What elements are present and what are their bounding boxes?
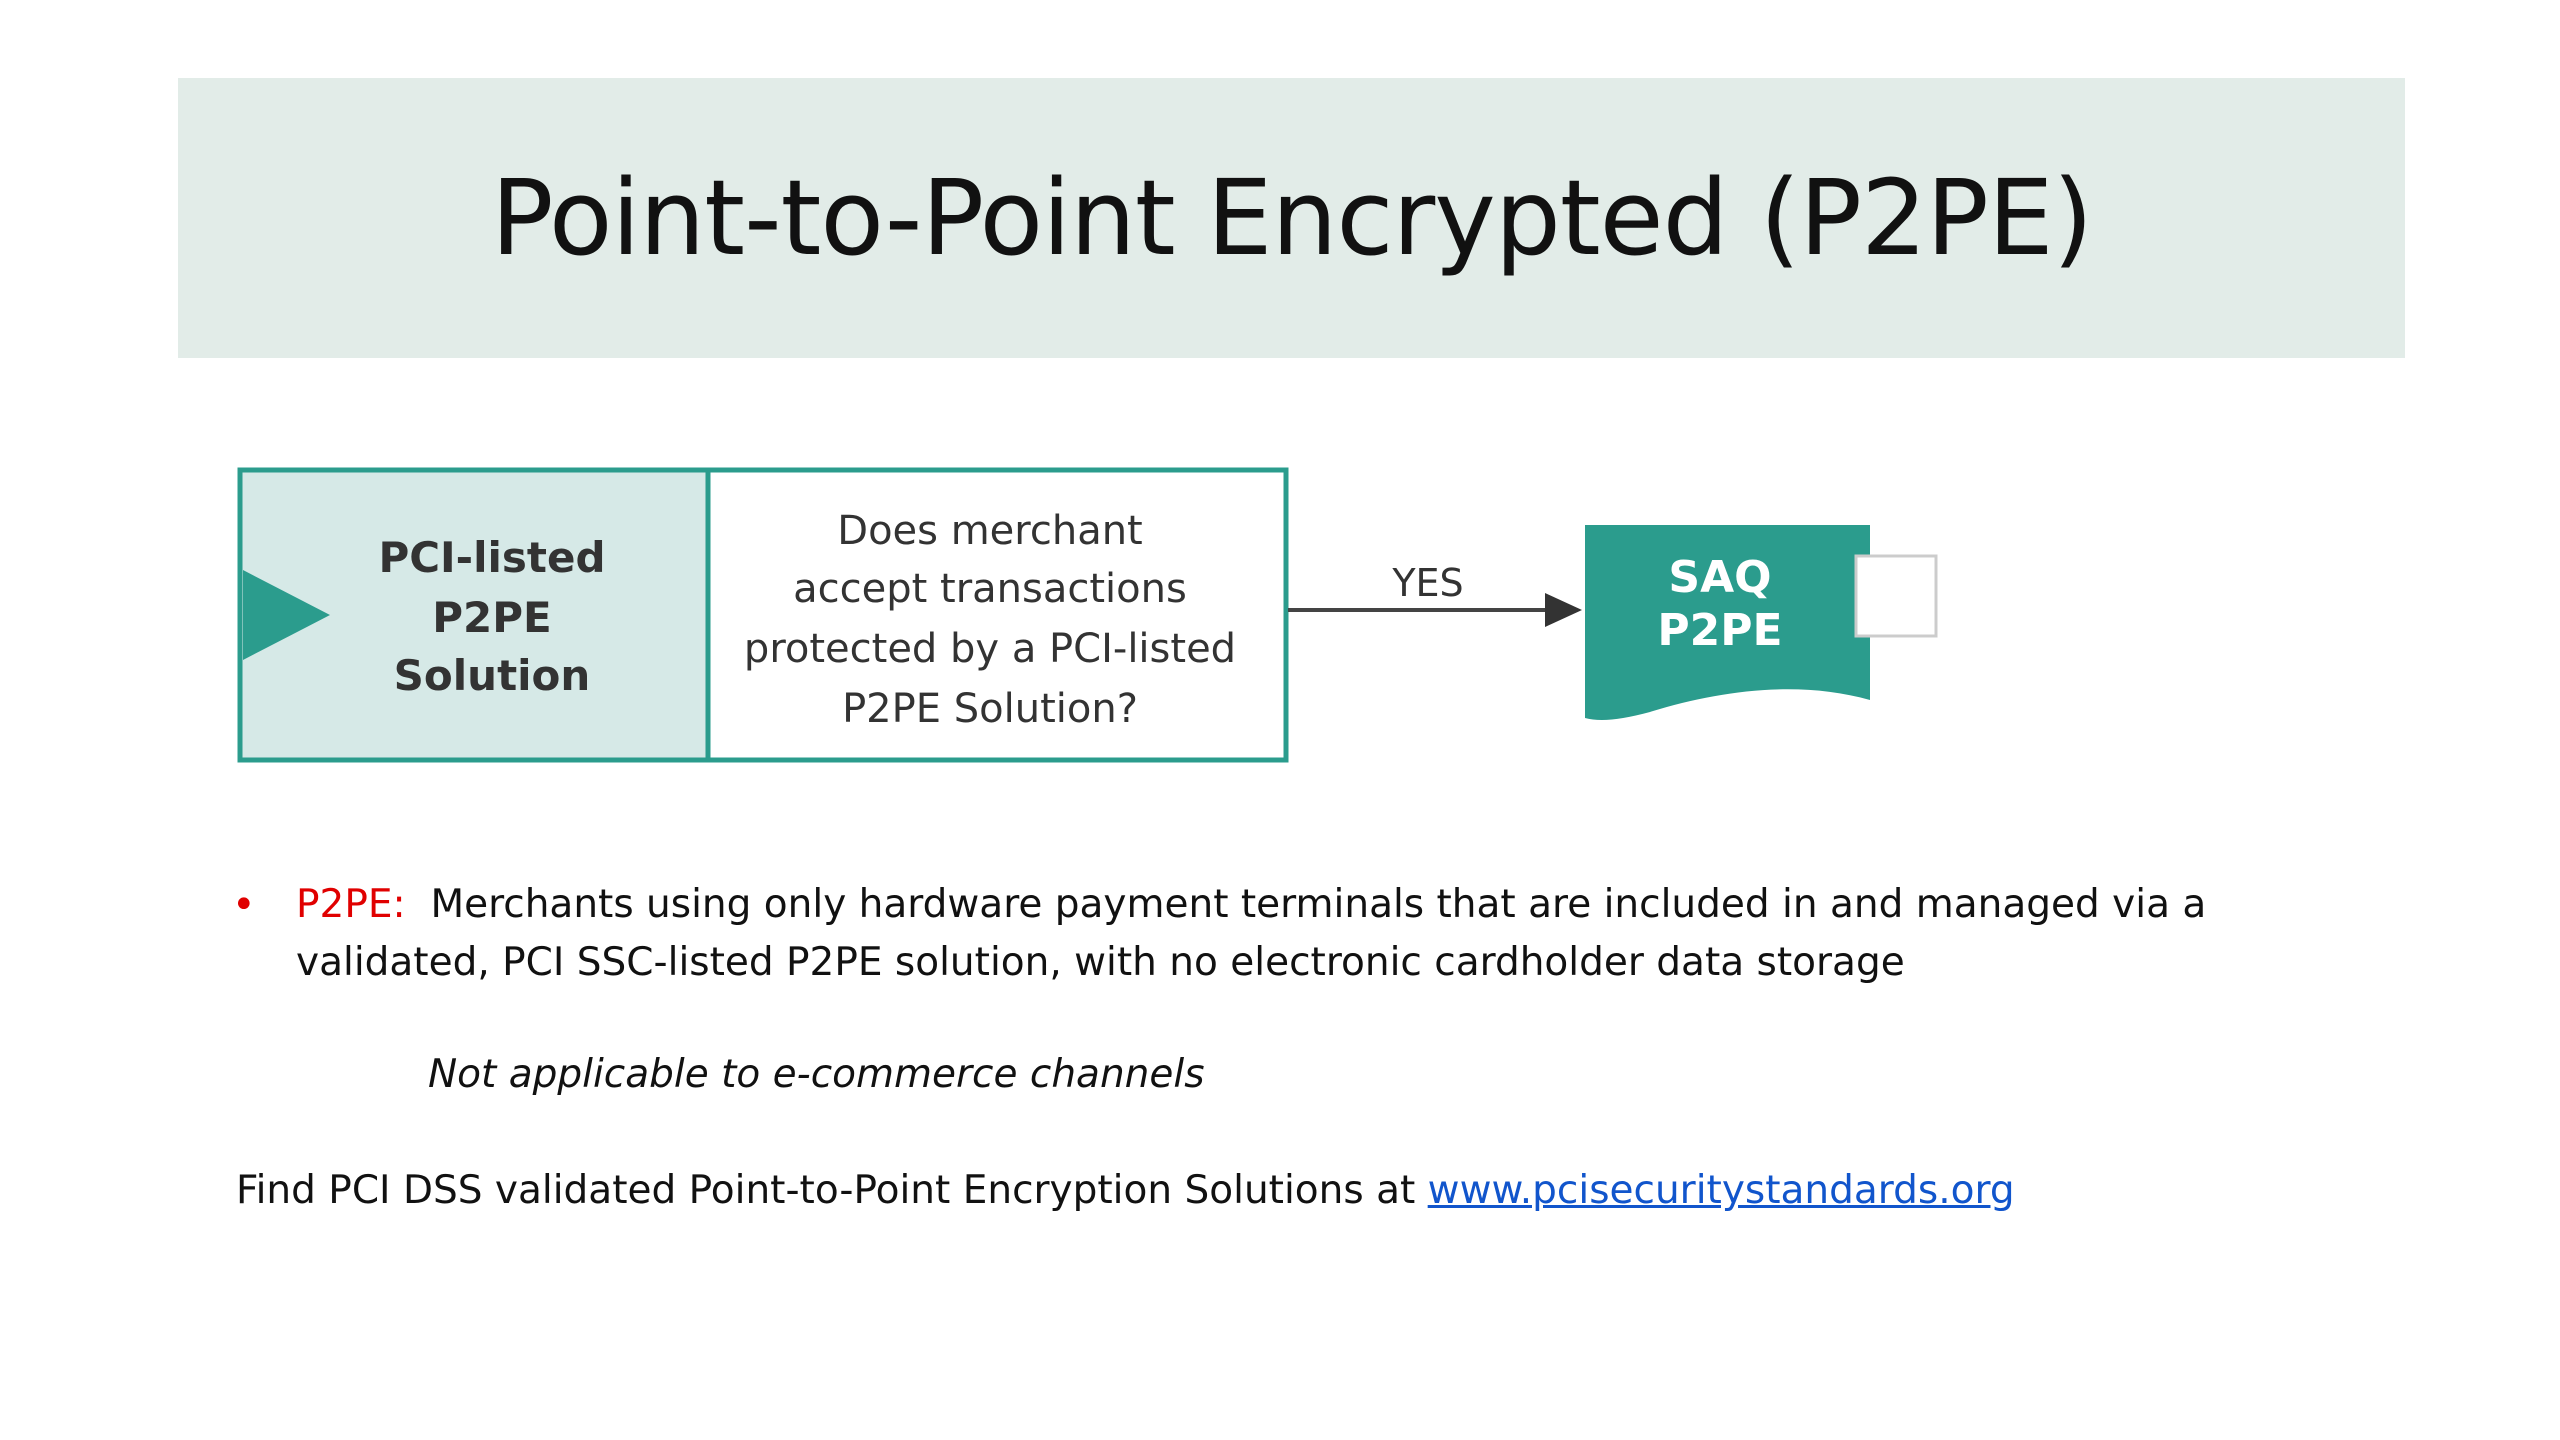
pci-website-link[interactable]: www.pcisecuritystandards.org: [1427, 1168, 2015, 1213]
bullet-line-2: validated, PCI SSC-listed P2PE solution,…: [296, 940, 1905, 985]
yes-label: YES: [1391, 561, 1463, 605]
checkbox-icon: [1854, 554, 1938, 638]
question-line-1: Does merchant: [837, 508, 1142, 554]
title-band: Point-to-Point Encrypted (P2PE): [178, 78, 2405, 358]
question-line-4: P2PE Solution?: [842, 686, 1138, 732]
question-line-2: accept transactions: [793, 566, 1187, 612]
saq-label-line-2: P2PE: [1657, 605, 1782, 656]
slide-title: Point-to-Point Encrypted (P2PE): [490, 157, 2093, 279]
find-solutions-text: Find PCI DSS validated Point-to-Point En…: [236, 1168, 2015, 1213]
entry-arrow-icon: [243, 570, 330, 660]
bullet-term: P2PE:: [296, 882, 406, 927]
left-box-line-2: P2PE: [432, 593, 551, 642]
saq-document-shape: [1585, 525, 1870, 720]
bullet-line-1: Merchants using only hardware payment te…: [430, 882, 2207, 927]
question-line-3: protected by a PCI-listed: [744, 626, 1236, 672]
left-box-line-1: PCI-listed: [378, 533, 605, 582]
bullet-item: • P2PE: Merchants using only hardware pa…: [232, 876, 2292, 992]
yes-arrow-head-icon: [1545, 593, 1582, 627]
bullet-text: P2PE: Merchants using only hardware paym…: [296, 876, 2206, 992]
saq-label-line-1: SAQ: [1668, 552, 1771, 603]
find-prefix: Find PCI DSS validated Point-to-Point En…: [236, 1168, 1428, 1213]
left-box-line-3: Solution: [394, 651, 591, 700]
question-box: [705, 467, 1289, 763]
bullet-list: • P2PE: Merchants using only hardware pa…: [232, 876, 2292, 992]
not-applicable-note: Not applicable to e-commerce channels: [428, 1052, 1205, 1097]
bullet-marker: •: [232, 882, 256, 928]
